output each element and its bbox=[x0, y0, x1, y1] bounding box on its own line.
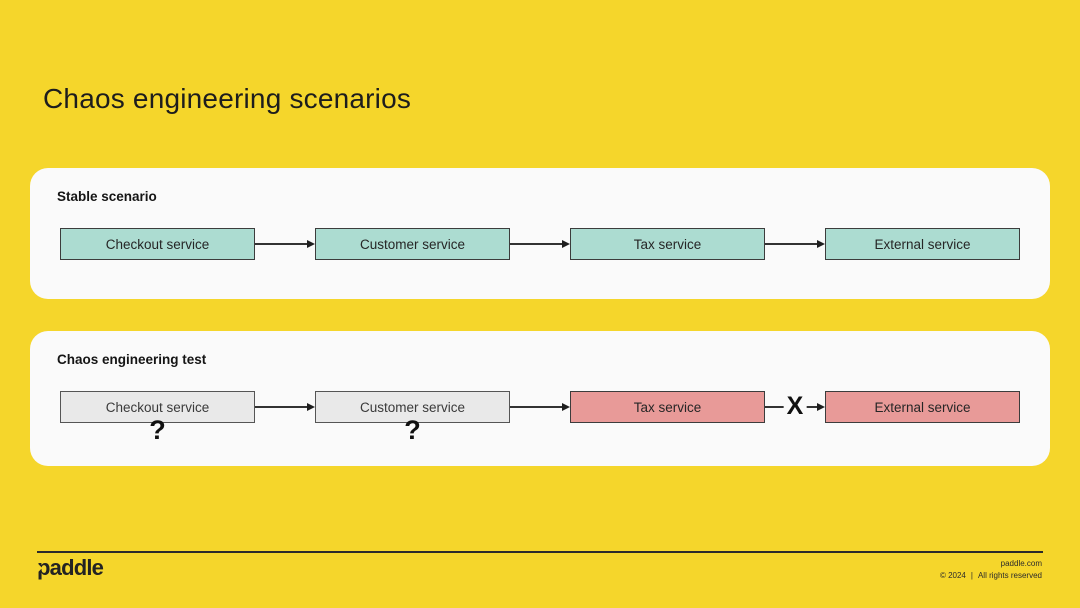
service-node-label: Tax service bbox=[633, 399, 702, 415]
flow-arrow-icon bbox=[255, 391, 315, 423]
chaos-service-flow: Checkout service ? Customer service ? Ta… bbox=[60, 391, 1020, 444]
service-node-customer: Customer service bbox=[315, 228, 510, 260]
service-node-external: External service bbox=[825, 228, 1020, 260]
footer-website: paddle.com bbox=[1000, 559, 1042, 568]
chaos-test-panel: Chaos engineering test Checkout service … bbox=[30, 331, 1050, 466]
service-node-label: Customer service bbox=[359, 399, 466, 415]
flow-arrow-icon bbox=[255, 228, 315, 260]
service-node-label: External service bbox=[874, 236, 971, 252]
flow-arrow-icon bbox=[510, 391, 570, 423]
chaos-test-heading: Chaos engineering test bbox=[57, 352, 207, 367]
footer-rights: All rights reserved bbox=[977, 571, 1042, 580]
footer-legal: paddle.com © 2024 | All rights reserved bbox=[940, 558, 1042, 582]
service-node-tax: Tax service bbox=[570, 391, 765, 423]
paddle-logo: paddle bbox=[33, 555, 104, 580]
flow-arrow-icon bbox=[765, 228, 825, 260]
footer-divider bbox=[37, 551, 1043, 553]
service-node-checkout: Checkout service bbox=[60, 228, 255, 260]
stable-scenario-panel: Stable scenario Checkout service Custome… bbox=[30, 168, 1050, 299]
uncertainty-question-mark: ? bbox=[404, 415, 421, 445]
service-node-label: Checkout service bbox=[105, 399, 210, 415]
service-node-checkout: Checkout service ? bbox=[60, 391, 255, 444]
service-node-label: Tax service bbox=[633, 236, 702, 252]
broken-link-x-mark: X bbox=[783, 393, 807, 419]
service-node-label: External service bbox=[874, 399, 971, 415]
broken-flow-arrow-icon: X bbox=[765, 391, 825, 423]
footer-copyright: © 2024 bbox=[939, 571, 966, 580]
stable-scenario-heading: Stable scenario bbox=[57, 189, 157, 204]
flow-arrow-icon bbox=[510, 228, 570, 260]
service-node-label: Customer service bbox=[359, 236, 466, 252]
service-node-label: Checkout service bbox=[105, 236, 210, 252]
service-node-tax: Tax service bbox=[570, 228, 765, 260]
footer-copyright-line: © 2024 | All rights reserved bbox=[940, 570, 1042, 582]
paddle-logo-text: paddle bbox=[37, 555, 104, 580]
uncertainty-question-mark: ? bbox=[149, 415, 166, 445]
service-node-external: External service bbox=[825, 391, 1020, 423]
page-title: Chaos engineering scenarios bbox=[43, 83, 412, 114]
stable-service-flow: Checkout service Customer service Tax se… bbox=[60, 228, 1020, 260]
service-node-customer: Customer service ? bbox=[315, 391, 510, 444]
footer-separator: | bbox=[970, 571, 973, 580]
